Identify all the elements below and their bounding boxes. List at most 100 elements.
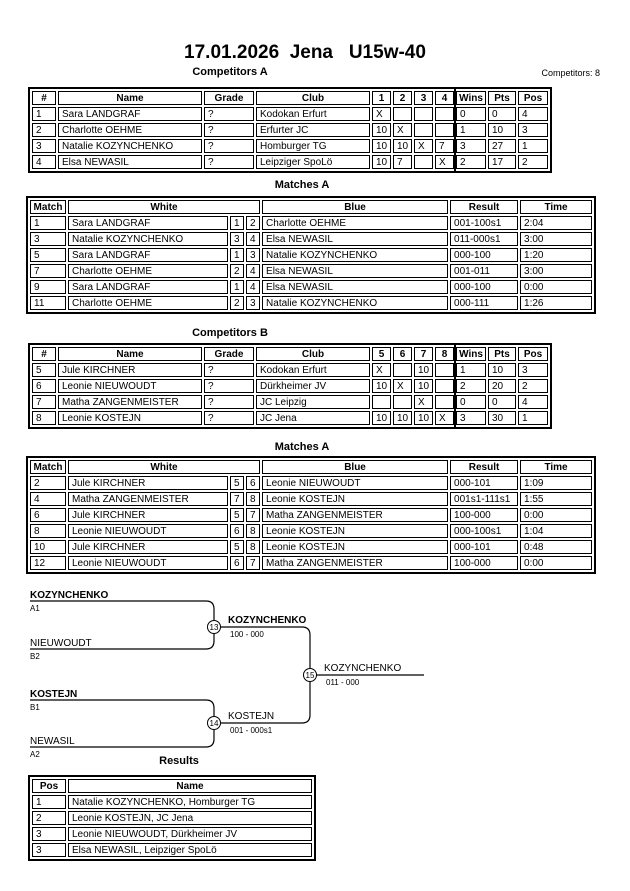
col-pts: Pts	[488, 91, 516, 105]
table-row: 3 Natalie KOZYNCHENKO ? Homburger TG 10 …	[32, 139, 548, 153]
table-row: 8 Leonie KOSTEJN ? JC Jena 10 10 10 X 3 …	[32, 411, 548, 425]
pts-cell: 10	[488, 123, 516, 137]
match-time: 1:26	[520, 296, 593, 310]
table-header-row: Match White Blue Result Time	[30, 460, 593, 474]
white-name: Sara LANDGRAF	[68, 280, 228, 294]
competitor-grade: ?	[204, 155, 254, 169]
match-time: 0:00	[520, 556, 593, 570]
col-opp4: 4	[435, 91, 454, 105]
blue-name: Leonie KOSTEJN	[262, 540, 449, 554]
match-number: 7	[30, 264, 66, 278]
final-winner-name: KOZYNCHENKO	[324, 663, 401, 674]
match-time: 3:00	[520, 232, 593, 246]
matches-b-heading: Matches A	[274, 441, 330, 453]
blue-number: 3	[246, 296, 261, 310]
pos-cell: 4	[518, 107, 548, 121]
score-cell: X	[435, 411, 454, 425]
match-number: 11	[30, 296, 66, 310]
white-name: Jule KIRCHNER	[68, 476, 228, 490]
table-header-row: # Name Grade Club 5 6 7 8 Wins Pts Pos	[32, 347, 548, 361]
wins-cell: 2	[456, 155, 486, 169]
col-opp6: 6	[393, 347, 412, 361]
competitor-number: 5	[32, 363, 56, 377]
table-row: 2 Charlotte OEHME ? Erfurter JC 10 X 1 1…	[32, 123, 548, 137]
wins-cell: 3	[456, 139, 486, 153]
table-row: 7 Charlotte OEHME 2 4 Elsa NEWASIL 001-0…	[30, 264, 593, 278]
match-time: 1:20	[520, 248, 593, 262]
col-name: Name	[58, 347, 202, 361]
white-name: Charlotte OEHME	[68, 264, 228, 278]
col-opp8: 8	[435, 347, 454, 361]
col-name: Name	[58, 91, 202, 105]
score-cell: 10	[372, 139, 391, 153]
match-result: 000-100s1	[450, 524, 519, 538]
pos-cell: 3	[518, 363, 548, 377]
competitors-b-heading: Competitors B	[192, 327, 268, 339]
score-cell: X	[372, 107, 391, 121]
competitors-count: Competitors: 8	[541, 68, 600, 78]
competitor-club: JC Leipzig	[256, 395, 370, 409]
white-number: 5	[230, 476, 244, 490]
col-opp5: 5	[372, 347, 391, 361]
competitor-number: 4	[32, 155, 56, 169]
competitor-number: 2	[32, 123, 56, 137]
semi1-bottom-name: NIEUWOUDT	[30, 638, 92, 649]
competitor-grade: ?	[204, 379, 254, 393]
pts-cell: 0	[488, 107, 516, 121]
score-cell	[414, 107, 433, 121]
blue-number: 3	[246, 248, 261, 262]
match-time: 0:00	[520, 280, 593, 294]
blue-name: Natalie KOZYNCHENKO	[262, 248, 449, 262]
result-pos: 1	[32, 795, 66, 809]
white-name: Jule KIRCHNER	[68, 508, 228, 522]
white-number: 2	[230, 296, 244, 310]
match-number: 3	[30, 232, 66, 246]
competitor-number: 7	[32, 395, 56, 409]
match-number: 1	[30, 216, 66, 230]
white-name: Jule KIRCHNER	[68, 540, 228, 554]
score-cell: 10	[393, 411, 412, 425]
semi1-match-number: 13	[210, 623, 219, 632]
bracket-diagram: 13 14 15 KOZYNCHENKO A1 NIEUWOUDT B2 KOZ…	[30, 590, 424, 759]
competitor-grade: ?	[204, 123, 254, 137]
semi2-bottom-seed: A2	[30, 750, 40, 759]
score-cell: 10	[393, 139, 412, 153]
match-number: 12	[30, 556, 66, 570]
match-number-badge	[303, 668, 317, 682]
competitor-name: Jule KIRCHNER	[58, 363, 202, 377]
score-cell: X	[414, 395, 433, 409]
white-number: 6	[230, 524, 244, 538]
blue-name: Leonie KOSTEJN	[262, 524, 449, 538]
wins-cell: 1	[456, 123, 486, 137]
competitor-club: Erfurter JC	[256, 123, 370, 137]
result-pos: 2	[32, 811, 66, 825]
table-row: 7 Matha ZANGENMEISTER ? JC Leipzig X 0 0…	[32, 395, 548, 409]
competitor-name: Charlotte OEHME	[58, 123, 202, 137]
table-header-row: Match White Blue Result Time	[30, 200, 593, 214]
table-row: 6 Leonie NIEUWOUDT ? Dürkheimer JV 10 X …	[32, 379, 548, 393]
competitor-club: Homburger TG	[256, 139, 370, 153]
bracket-line	[30, 634, 215, 650]
col-pos: Pos	[32, 779, 66, 793]
blue-name: Matha ZANGENMEISTER	[262, 508, 449, 522]
wins-cell: 3	[456, 411, 486, 425]
blue-number: 7	[246, 508, 261, 522]
score-cell	[435, 379, 454, 393]
result-name: Leonie NIEUWOUDT, Dürkheimer JV	[68, 827, 312, 841]
pts-cell: 20	[488, 379, 516, 393]
result-name: Leonie KOSTEJN, JC Jena	[68, 811, 312, 825]
col-name: Name	[68, 779, 312, 793]
white-name: Leonie NIEUWOUDT	[68, 556, 228, 570]
competitors-a-table: # Name Grade Club 1 2 3 4 Wins Pts Pos 1…	[28, 87, 552, 173]
match-result: 000-100	[450, 248, 519, 262]
match-number: 10	[30, 540, 66, 554]
score-cell: X	[393, 123, 412, 137]
white-number: 3	[230, 232, 244, 246]
score-cell: X	[414, 139, 433, 153]
competitor-number: 1	[32, 107, 56, 121]
blue-name: Elsa NEWASIL	[262, 264, 449, 278]
white-number: 6	[230, 556, 244, 570]
col-club: Club	[256, 91, 370, 105]
col-wins: Wins	[456, 347, 486, 361]
match-number: 5	[30, 248, 66, 262]
